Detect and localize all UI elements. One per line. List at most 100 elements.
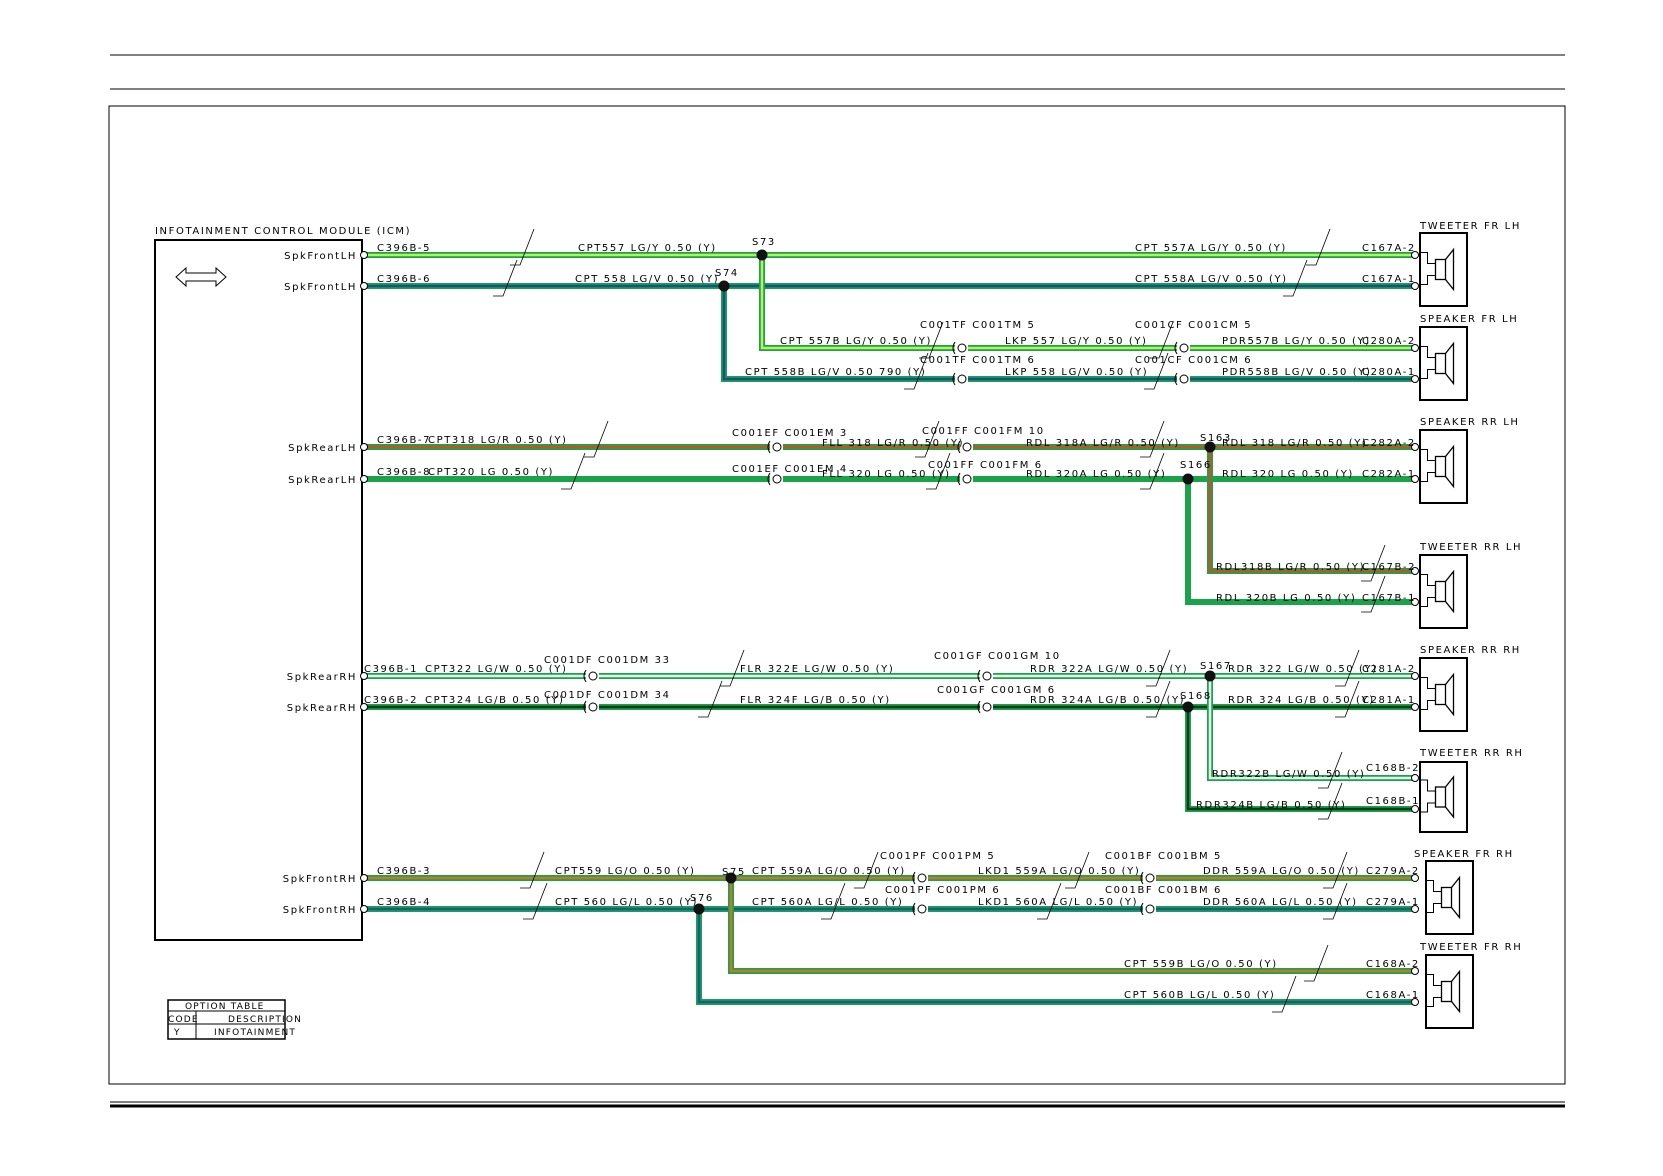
wire-break-mark bbox=[520, 851, 545, 889]
inline-connector-icon bbox=[952, 341, 967, 355]
splice-dot bbox=[718, 280, 730, 292]
wire-label: C001BF C001BM 5 bbox=[1105, 851, 1222, 862]
wire-label: RDL318B LG/R 0.50 (Y) bbox=[1216, 562, 1365, 573]
inline-connector-icon bbox=[912, 902, 927, 916]
icm-pin-terminal bbox=[360, 672, 368, 680]
wire-label: RDL 318A LG/R 0.50 (Y) bbox=[1026, 438, 1180, 449]
component-pin-terminal bbox=[1411, 874, 1419, 882]
wire-label: CPT 559B LG/O 0.50 (Y) bbox=[1124, 959, 1278, 970]
wire-break-mark bbox=[1304, 944, 1329, 982]
wire-label: RDR 322A LG/W 0.50 (Y) bbox=[1030, 664, 1188, 675]
wire-label: C001GF C001GM 6 bbox=[937, 685, 1056, 696]
component-pin-terminal bbox=[1411, 805, 1419, 813]
icm-pin-label: SpkFrontLH bbox=[284, 282, 357, 293]
connector-arc bbox=[977, 669, 981, 683]
connector-arc bbox=[912, 871, 916, 885]
connector-ring bbox=[588, 671, 598, 681]
speaker-magnet bbox=[1434, 786, 1447, 808]
wire-label: RDR 322 LG/W 0.50 (Y) bbox=[1228, 664, 1378, 675]
icm-pin-terminal bbox=[360, 251, 368, 259]
wire-label: FLR 324F LG/B 0.50 (Y) bbox=[740, 695, 891, 706]
component-pin-terminal bbox=[1411, 672, 1419, 680]
component-title: SPEAKER RR LH bbox=[1420, 417, 1520, 428]
wire-label: LKP 557 LG/Y 0.50 (Y) bbox=[1005, 336, 1148, 347]
option-table-header-description: DESCRIPTION bbox=[228, 1015, 302, 1025]
connector-ring bbox=[772, 442, 782, 452]
component-box bbox=[1425, 954, 1474, 1029]
icm-module-box bbox=[154, 239, 363, 941]
wire-label: PDR558B LG/V 0.50 (Y) bbox=[1222, 367, 1371, 378]
option-table-header-code: CODE bbox=[168, 1015, 199, 1025]
speaker-cone bbox=[1444, 775, 1455, 819]
connector-ring bbox=[1145, 904, 1155, 914]
wire-label: C001FF C001FM 6 bbox=[928, 460, 1043, 471]
connector-arc bbox=[1174, 372, 1178, 386]
wire-label: CPT 557B LG/Y 0.50 (Y) bbox=[780, 336, 932, 347]
inline-connector-icon bbox=[957, 472, 972, 486]
wire-label: C001CF C001CM 6 bbox=[1135, 355, 1252, 366]
wire-break-mark bbox=[1272, 975, 1297, 1013]
wire-label: C167B-1 bbox=[1362, 593, 1416, 604]
speaker-cone bbox=[1444, 247, 1455, 292]
inline-connector-icon bbox=[1174, 372, 1189, 386]
splice-label: S167 bbox=[1200, 661, 1232, 672]
wire-rdr322b bbox=[1207, 676, 1415, 781]
option-table-cell-code: Y bbox=[173, 1028, 181, 1038]
connector-arc bbox=[583, 669, 587, 683]
wire-label: CPT 558A LG/V 0.50 (Y) bbox=[1135, 274, 1288, 285]
wire-break-mark bbox=[1335, 680, 1360, 718]
wire-label: C396B-5 bbox=[377, 243, 431, 254]
wire-label: RDR324B LG/B 0.50 (Y) bbox=[1196, 800, 1346, 811]
wire-label: C396B-7 bbox=[377, 435, 431, 446]
component-title: SPEAKER FR LH bbox=[1420, 314, 1518, 325]
component-pin-terminal bbox=[1411, 905, 1419, 913]
icm-pin-label: SpkFrontRH bbox=[283, 874, 357, 885]
connector-arc bbox=[952, 372, 956, 386]
connector-arc bbox=[767, 472, 771, 486]
wire-rdl320b-jacket bbox=[1185, 479, 1415, 605]
inline-connector-icon bbox=[952, 372, 967, 386]
wire-label: C001EF C001EM 4 bbox=[732, 464, 848, 475]
component-pin-terminal bbox=[1411, 475, 1419, 483]
wire-break-mark bbox=[561, 452, 586, 490]
component-title: SPEAKER RR RH bbox=[1420, 645, 1521, 656]
wire-break-mark bbox=[1149, 321, 1174, 359]
bidirectional-arrow-icon bbox=[175, 266, 227, 288]
speaker-cone bbox=[1444, 444, 1455, 489]
wire-cpt560b-core bbox=[697, 909, 1415, 1004]
splice-dot bbox=[693, 903, 705, 915]
speaker-cone bbox=[1444, 672, 1455, 717]
icm-pin-terminal bbox=[360, 905, 368, 913]
component-box bbox=[1419, 429, 1468, 504]
connector-ring bbox=[917, 873, 927, 883]
wire-cpt560b bbox=[696, 909, 1415, 1005]
wire-label: CPT 559A LG/O 0.50 (Y) bbox=[752, 866, 906, 877]
wire-label: C167A-2 bbox=[1362, 243, 1416, 254]
wire-cpt557b-jacket bbox=[759, 255, 955, 351]
component-pin-terminal bbox=[1411, 375, 1419, 383]
component-box bbox=[1419, 554, 1468, 629]
wire-break-mark bbox=[854, 851, 879, 889]
option-table-title: OPTION TABLE bbox=[185, 1002, 265, 1012]
wire-label: C396B-2 bbox=[364, 695, 418, 706]
splice-dot bbox=[1204, 670, 1216, 682]
wire-label: C001PF C001PM 6 bbox=[885, 885, 1000, 896]
wire-label: CPT320 LG 0.50 (Y) bbox=[428, 467, 554, 478]
speaker-icon bbox=[1420, 569, 1455, 614]
icm-pin-label: SpkFrontRH bbox=[283, 905, 357, 916]
wire-label: C281A-1 bbox=[1362, 695, 1416, 706]
component-title: TWEETER FR RH bbox=[1419, 942, 1522, 953]
wire-label: C279A-1 bbox=[1366, 897, 1420, 908]
speaker-leads bbox=[1426, 974, 1442, 1007]
wire-label: C281A-2 bbox=[1362, 664, 1416, 675]
wire-label: C280A-1 bbox=[1362, 367, 1416, 378]
splice-dot bbox=[1182, 701, 1194, 713]
connector-arc bbox=[957, 440, 961, 454]
splice-label: S166 bbox=[1180, 460, 1212, 471]
component-title: SPEAKER FR RH bbox=[1414, 849, 1514, 860]
wire-label: DDR 560A LG/L 0.50 (Y) bbox=[1203, 897, 1358, 908]
wire-break-mark bbox=[1146, 649, 1171, 687]
wire-cpt559b bbox=[728, 878, 1415, 974]
connector-ring bbox=[982, 702, 992, 712]
wire-label: CPT322 LG/W 0.50 (Y) bbox=[425, 664, 568, 675]
